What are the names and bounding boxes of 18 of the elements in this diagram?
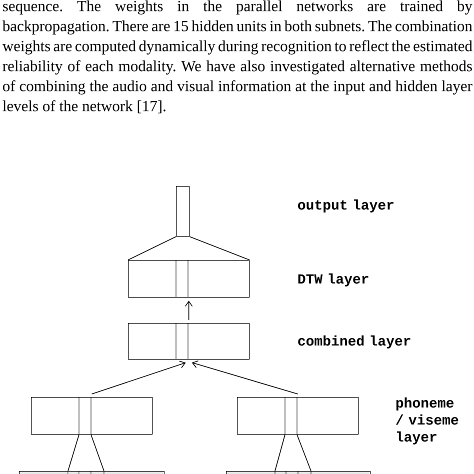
layer-box	[226, 470, 371, 474]
layer-box	[237, 396, 359, 435]
layer-label: DTW layer	[298, 273, 368, 286]
layer-box	[128, 322, 250, 360]
layer-label: combined layer	[298, 335, 410, 348]
connection-lines	[274, 434, 312, 472]
layer-box	[19, 470, 165, 474]
arrow	[184, 300, 193, 320]
layer-box	[31, 396, 153, 435]
layer-box	[176, 186, 190, 237]
connection-lines	[128, 236, 250, 260]
layer-label: output layer	[298, 199, 394, 212]
arrow	[91, 360, 186, 394]
layer-label: phoneme / viseme layer	[396, 397, 458, 444]
layer-box	[128, 260, 250, 298]
arrow	[192, 360, 298, 394]
connection-lines	[68, 434, 104, 472]
body-paragraph: sequence. The weights in the parallel networks are trained by backpropagation. There are 15 hidden units in both subnets. The combination weights are computed dynamically during recognition to reflect the estimated reliability of each modality. We have also investigated alternative methods of combining the audio and visual information at the input and hidden layer levels of the network [17].	[2, 0, 472, 114]
